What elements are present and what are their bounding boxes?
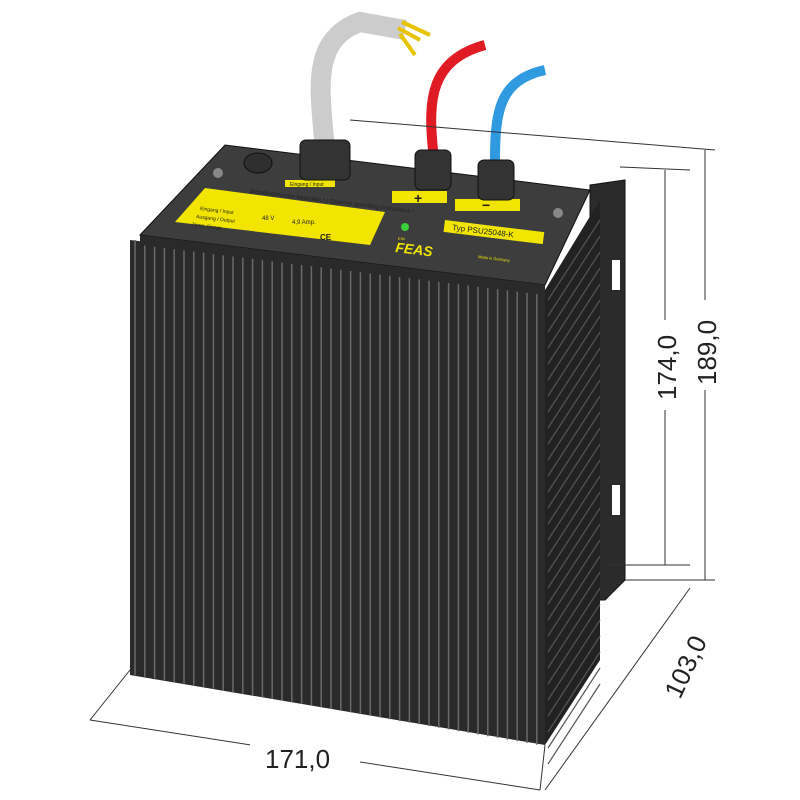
heatsink-side-fin: [547, 251, 601, 333]
heatsink-side-fin: [547, 443, 601, 525]
heatsink-side-fin: [547, 331, 601, 413]
heatsink-side-fin: [547, 571, 601, 653]
heatsink-side-fin: [547, 587, 601, 669]
heatsink-side-fin: [547, 475, 601, 557]
heatsink-side-fin: [547, 667, 601, 749]
top-plate-edge: [140, 235, 545, 295]
heatsink-side-fin: [547, 603, 601, 685]
heatsink-front: [130, 240, 545, 745]
heatsink-side-fin: [547, 491, 601, 573]
ce-mark: CE: [320, 233, 332, 242]
dim-height-total: 189,0: [692, 320, 722, 385]
row-input: Eingang / Input: [200, 206, 235, 216]
output-current: 4,9 Amp.: [292, 220, 316, 226]
heatsink-side-fin: [547, 347, 601, 429]
heatsink-side-fin: [547, 539, 601, 621]
plus-label: +: [414, 190, 422, 206]
type-label-bg: [443, 220, 545, 245]
heatsink-side-fin: [547, 411, 601, 493]
heatsink-side-fin: [547, 507, 601, 589]
heatsink-side: [545, 200, 601, 765]
dim-depth: 103,0: [658, 631, 713, 703]
led-label: EIN: [398, 236, 405, 241]
heatsink-side-fin: [547, 683, 601, 765]
dim-label-bg: [650, 320, 680, 410]
bracket-slot: [612, 485, 620, 515]
row-output: Ausgang / Output: [196, 214, 236, 225]
heatsink-side-fin: [547, 395, 601, 477]
heatsink-side-fin: [547, 459, 601, 541]
heatsink-side-fin: [547, 267, 601, 349]
fuse-holder: [243, 152, 273, 174]
plus-label-bg: [392, 191, 447, 203]
heatsink-side-fin: [547, 651, 601, 733]
heatsink-side-fin: [547, 315, 601, 397]
heatsink-side-fin: [547, 363, 601, 445]
heatsink-side-fin: [547, 427, 601, 509]
positive-cable: [426, 40, 487, 151]
output-voltage: 48 V: [262, 216, 274, 222]
positive-cable-gland: [414, 149, 452, 191]
heatsink-side-fin: [547, 523, 601, 605]
input-tag: Eingang / Input: [290, 182, 324, 188]
heatsink-side-fin: [547, 619, 601, 701]
heatsink-side-fin: [547, 235, 601, 317]
negative-cable: [490, 65, 547, 161]
made-in: Made in Germany: [478, 254, 510, 263]
mains-wires: [397, 20, 431, 57]
negative-cable-gland: [477, 159, 515, 201]
dim-width: 171,0: [265, 744, 330, 774]
bracket-slot: [612, 260, 620, 290]
heatsink-side-fin: [547, 299, 601, 381]
mains-cable: [310, 11, 407, 151]
instruction-label: [175, 188, 385, 245]
led-indicator: [401, 223, 409, 231]
heatsink-side-fin: [547, 283, 601, 365]
minus-label: −: [482, 197, 490, 213]
dim-height-body: 174,0: [652, 335, 682, 400]
heatsink-body: [130, 240, 545, 745]
dim-label-bg: [250, 735, 360, 775]
input-tag-bg: [285, 180, 335, 187]
screw-icon: [213, 168, 223, 178]
dim-label-bg: [690, 300, 720, 390]
mains-cable-gland: [299, 139, 351, 181]
heatsink-side-fin: [547, 635, 601, 717]
row-temp: Temp. Range: [192, 222, 222, 232]
screw-icon: [553, 208, 563, 218]
heatsink-side-fin: [547, 379, 601, 461]
heatsink-side-fin: [547, 219, 601, 301]
minus-label-bg: [455, 199, 520, 211]
brand-logo: FEAS: [395, 239, 435, 260]
heatsink-side-fin: [547, 555, 601, 637]
